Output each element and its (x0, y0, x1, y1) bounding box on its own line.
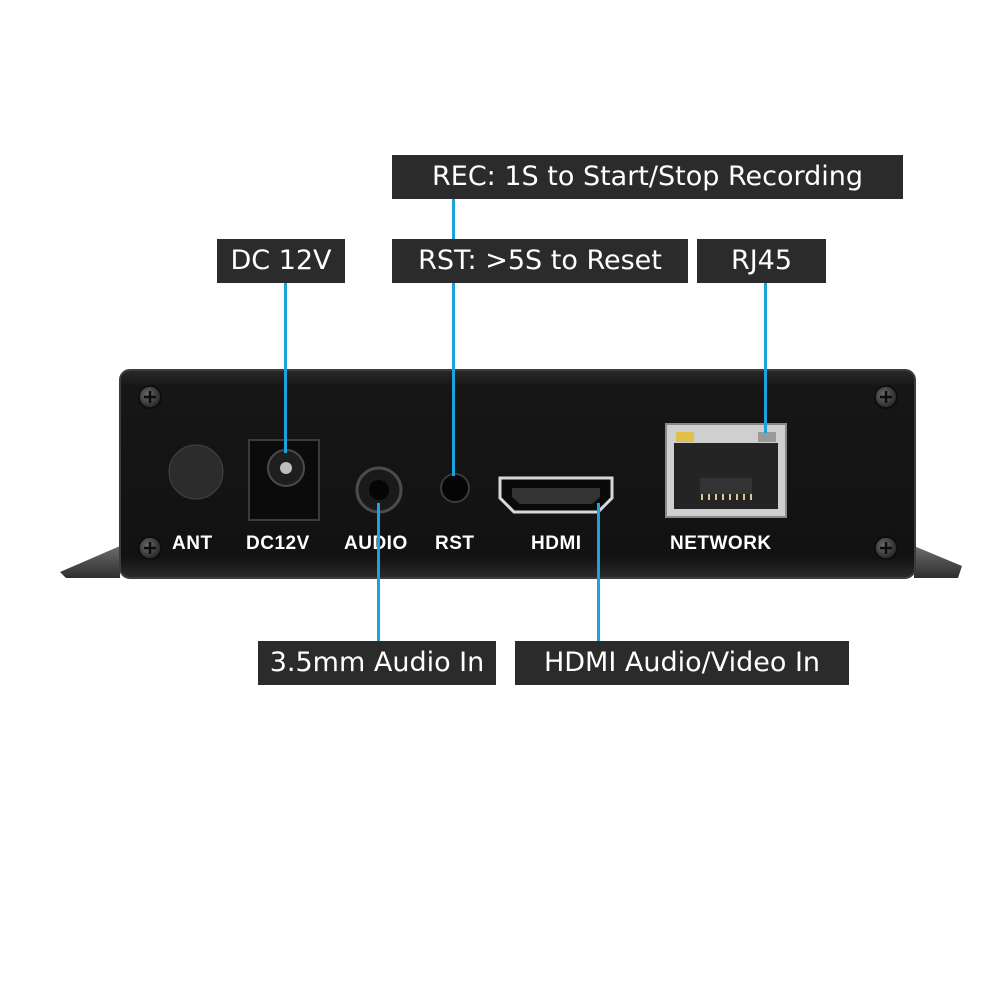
left-flange (60, 546, 120, 578)
leader-line-rj45 (764, 283, 767, 433)
panel-label-audio: AUDIO (344, 533, 408, 554)
callout-rj45: RJ45 (697, 239, 826, 283)
panel-label-ant: ANT (172, 533, 213, 554)
panel-label-network: NETWORK (670, 533, 772, 554)
reset-button (440, 473, 470, 503)
leader-line-dc (284, 283, 287, 453)
screw-icon (138, 536, 162, 560)
panel-label-hdmi: HDMI (531, 533, 582, 554)
screw-icon (138, 385, 162, 409)
panel-label-rst: RST (435, 533, 475, 554)
callout-hdmi-in: HDMI Audio/Video In (515, 641, 849, 685)
right-flange (914, 546, 962, 578)
callout-dc: DC 12V (217, 239, 345, 283)
callout-rec: REC: 1S to Start/Stop Recording (392, 155, 903, 199)
panel-label-dc: DC12V (246, 533, 310, 554)
callout-audio-in: 3.5mm Audio In (258, 641, 496, 685)
screw-icon (874, 536, 898, 560)
leader-line-rec (452, 199, 455, 240)
leader-line-rst (452, 283, 455, 476)
screw-icon (874, 385, 898, 409)
callout-rst: RST: >5S to Reset (392, 239, 688, 283)
leader-line-hdmi (597, 503, 600, 641)
antenna-port (168, 444, 224, 500)
leader-line-audio (377, 503, 380, 641)
chassis (119, 369, 916, 579)
